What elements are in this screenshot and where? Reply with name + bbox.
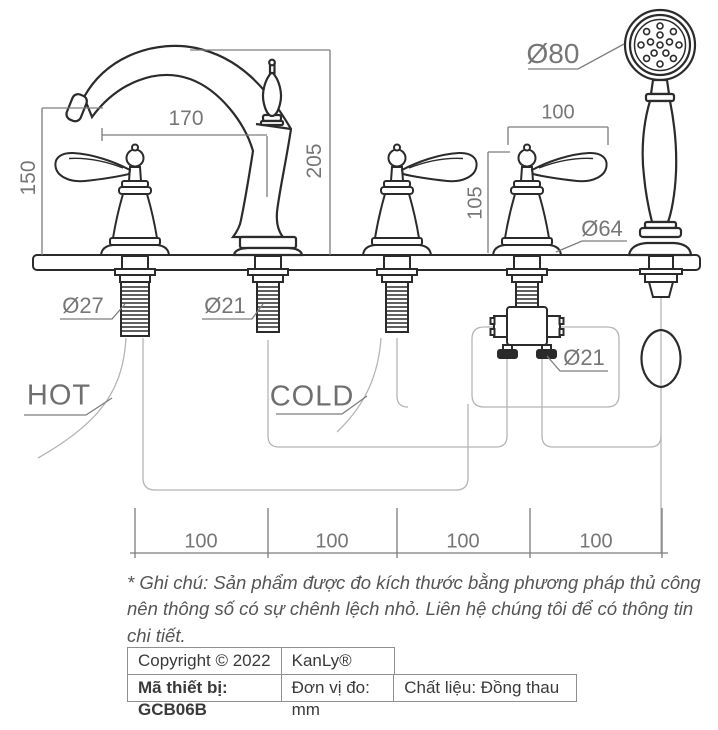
footer-table: Copyright © 2022 KanLy® Mã thiết bị: GCB… xyxy=(127,647,578,719)
dim-spout-height: 205 xyxy=(303,143,326,179)
dia-diverter-port: Ø21 xyxy=(563,345,605,370)
nozzle-dots xyxy=(637,22,683,68)
cold-shank xyxy=(385,281,409,333)
dim-spacing-2: 100 xyxy=(315,530,349,553)
shower-holder-underdeck xyxy=(639,255,683,298)
dim-spacing-4: 100 xyxy=(579,530,613,553)
dia-base-flange: Ø64 xyxy=(581,216,623,241)
brand-cell: KanLy® xyxy=(280,647,395,675)
copyright-cell: Copyright © 2022 xyxy=(127,647,282,675)
dimension-lines xyxy=(24,43,668,558)
dim-spacing-3: 100 xyxy=(446,530,480,553)
hot-shank xyxy=(120,281,150,337)
dim-hot-handle-height: 150 xyxy=(17,160,40,196)
cold-label: COLD xyxy=(269,380,355,413)
hose-lines xyxy=(37,296,662,553)
material-cell: Chất liệu: Đồng thau xyxy=(393,673,578,702)
dim-spout-reach: 170 xyxy=(168,107,204,130)
footer-row-2: Mã thiết bị: GCB06B Đơn vị đo: mm Chất l… xyxy=(127,673,578,719)
dia-hot-shank: Ø27 xyxy=(62,293,104,318)
diverter-valve-body xyxy=(489,281,565,359)
hot-label: HOT xyxy=(26,379,92,412)
cold-handle xyxy=(362,143,478,256)
faucet-technical-drawing xyxy=(24,8,701,558)
hot-handle xyxy=(54,143,170,256)
measurement-note: * Ghi chú: Sản phẩm được đo kích thước b… xyxy=(127,572,701,646)
model-cell: Mã thiết bị: GCB06B xyxy=(127,673,282,719)
dim-handle-height: 105 xyxy=(464,186,487,220)
spout xyxy=(65,44,304,257)
footer-row-1: Copyright © 2022 KanLy® xyxy=(127,647,577,675)
dia-spout-shank: Ø21 xyxy=(204,293,246,318)
dia-shower-head: Ø80 xyxy=(526,38,580,69)
unit-cell: Đơn vị đo: mm xyxy=(280,673,395,719)
hand-shower xyxy=(623,8,697,257)
dim-handle-length: 100 xyxy=(541,101,575,124)
dim-spacing-1: 100 xyxy=(184,530,218,553)
